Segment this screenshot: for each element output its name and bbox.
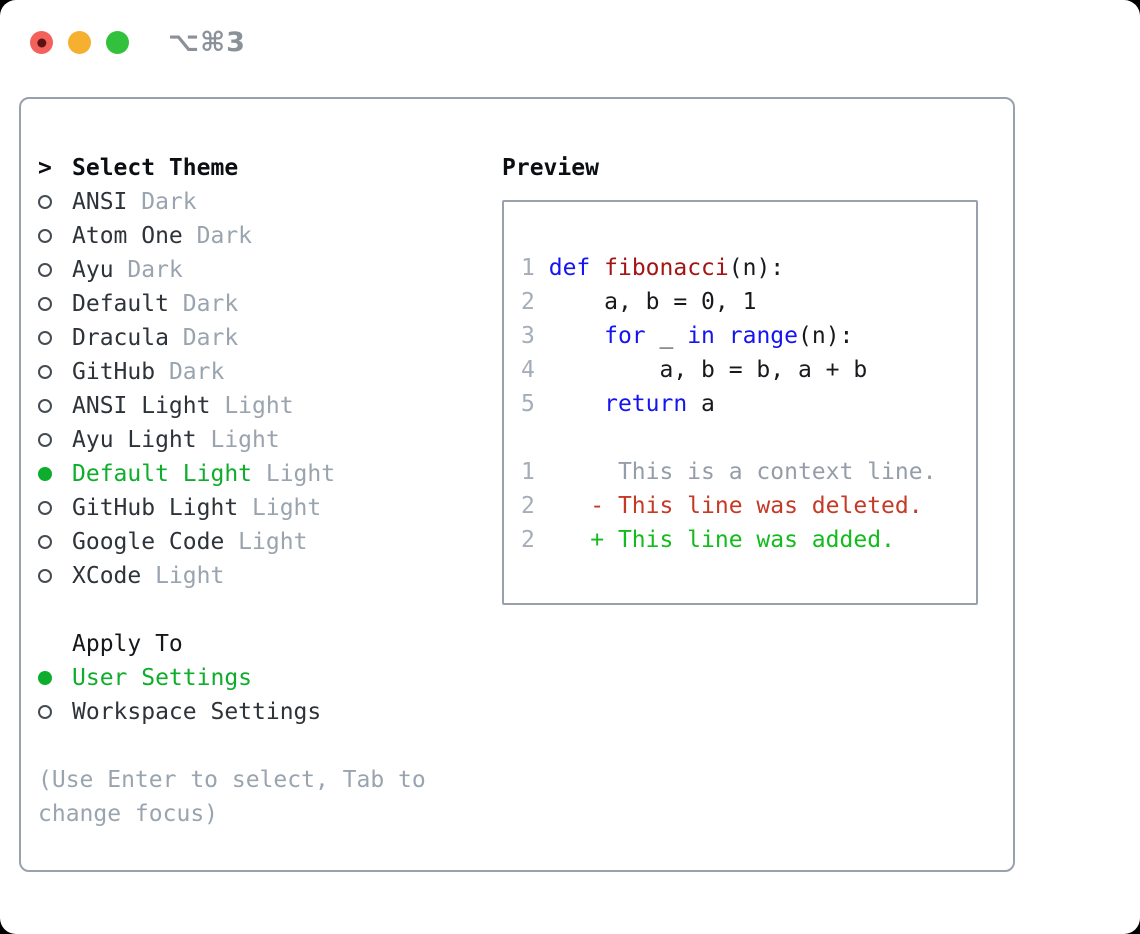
option-label: XCode bbox=[72, 563, 142, 589]
radio-icon bbox=[38, 365, 52, 379]
code-line: 3 for _ in range(n): bbox=[521, 323, 854, 349]
theme-option-ayu[interactable]: Ayu Dark bbox=[38, 253, 488, 287]
option-label: Workspace Settings bbox=[72, 699, 322, 725]
code-line: 5 return a bbox=[521, 391, 715, 417]
code-line: 1 def fibonacci(n): bbox=[521, 255, 785, 281]
option-variant: Dark bbox=[155, 359, 225, 385]
theme-option-atom-one[interactable]: Atom One Dark bbox=[38, 219, 488, 253]
code-line: 2 a, b = 0, 1 bbox=[521, 289, 757, 315]
minimize-button[interactable] bbox=[68, 31, 91, 54]
option-variant: Light bbox=[238, 495, 322, 521]
radio-icon bbox=[38, 433, 52, 447]
theme-option-default[interactable]: Default Dark bbox=[38, 287, 488, 321]
apply-option-workspace-settings[interactable]: Workspace Settings bbox=[38, 695, 488, 729]
window-titlebar: ⌥⌘3 bbox=[30, 27, 246, 58]
spacer bbox=[38, 593, 488, 627]
radio-icon bbox=[38, 705, 52, 719]
option-label: Ayu Light bbox=[72, 427, 197, 453]
radio-icon bbox=[38, 229, 52, 243]
help-line: (Use Enter to select, Tab to bbox=[38, 767, 426, 793]
close-button[interactable] bbox=[30, 31, 53, 54]
theme-option-dracula[interactable]: Dracula Dark bbox=[38, 321, 488, 355]
radio-icon bbox=[38, 535, 52, 549]
theme-option-google-code[interactable]: Google Code Light bbox=[38, 525, 488, 559]
option-variant: Dark bbox=[168, 325, 239, 351]
code-line: 4 a, b = b, a + b bbox=[521, 357, 868, 383]
option-variant: Light bbox=[141, 563, 225, 589]
code-preview: 1 def fibonacci(n): 2 a, b = 0, 1 3 for _ … bbox=[504, 202, 976, 557]
option-label: GitHub Light bbox=[72, 495, 239, 521]
radio-icon bbox=[38, 331, 52, 345]
code-line: 1 This is a context line. bbox=[521, 459, 937, 485]
theme-option-github[interactable]: GitHub Dark bbox=[38, 355, 488, 389]
radio-icon bbox=[38, 501, 52, 515]
option-variant: Dark bbox=[182, 223, 253, 249]
preview-section: Preview 1 def fibonacci(n): 2 a, b = 0, 1… bbox=[502, 151, 978, 605]
option-label: User Settings bbox=[72, 665, 253, 691]
option-label: Default Light bbox=[72, 461, 253, 487]
option-variant: Dark bbox=[113, 257, 183, 283]
code-line: 2 + This line was added. bbox=[521, 527, 895, 553]
option-variant: Light bbox=[210, 393, 294, 419]
option-label: Dracula bbox=[72, 325, 169, 351]
theme-option-xcode[interactable]: XCode Light bbox=[38, 559, 488, 593]
option-variant: Light bbox=[252, 461, 336, 487]
radio-icon bbox=[38, 569, 52, 583]
radio-selected-icon bbox=[38, 671, 52, 685]
radio-selected-icon bbox=[38, 467, 52, 481]
radio-icon bbox=[38, 297, 52, 311]
apply-to-header: Apply To bbox=[72, 631, 183, 657]
option-label: Default bbox=[72, 291, 169, 317]
zoom-button[interactable] bbox=[106, 31, 129, 54]
close-dot-icon bbox=[36, 38, 46, 47]
window-shortcut-label: ⌥⌘3 bbox=[168, 27, 246, 58]
preview-box: 1 def fibonacci(n): 2 a, b = 0, 1 3 for _ … bbox=[502, 200, 978, 605]
option-label: Atom One bbox=[72, 223, 183, 249]
option-variant: Dark bbox=[127, 189, 197, 215]
focus-caret-icon: > bbox=[38, 155, 52, 181]
option-variant: Dark bbox=[168, 291, 239, 317]
radio-icon bbox=[38, 195, 52, 209]
help-line: change focus) bbox=[38, 801, 219, 827]
option-variant: Light bbox=[224, 529, 308, 555]
theme-list-header: > Select Theme bbox=[38, 151, 488, 185]
option-label: Ayu bbox=[72, 257, 114, 283]
option-label: ANSI Light bbox=[72, 393, 211, 419]
help-text: (Use Enter to select, Tab to change focus… bbox=[38, 763, 488, 831]
theme-list-title: Select Theme bbox=[72, 155, 239, 181]
theme-option-ansi-light[interactable]: ANSI Light Light bbox=[38, 389, 488, 423]
theme-option-ansi[interactable]: ANSI Dark bbox=[38, 185, 488, 219]
apply-option-user-settings[interactable]: User Settings bbox=[38, 661, 488, 695]
preview-title: Preview bbox=[502, 155, 599, 181]
option-label: Google Code bbox=[72, 529, 225, 555]
radio-icon bbox=[38, 399, 52, 413]
code-line: 2 - This line was deleted. bbox=[521, 493, 923, 519]
theme-option-github-light[interactable]: GitHub Light Light bbox=[38, 491, 488, 525]
option-label: GitHub bbox=[72, 359, 156, 385]
theme-option-default-light[interactable]: Default Light Light bbox=[38, 457, 488, 491]
option-label: ANSI bbox=[72, 189, 128, 215]
option-variant: Light bbox=[196, 427, 280, 453]
radio-icon bbox=[38, 263, 52, 277]
theme-option-ayu-light[interactable]: Ayu Light Light bbox=[38, 423, 488, 457]
